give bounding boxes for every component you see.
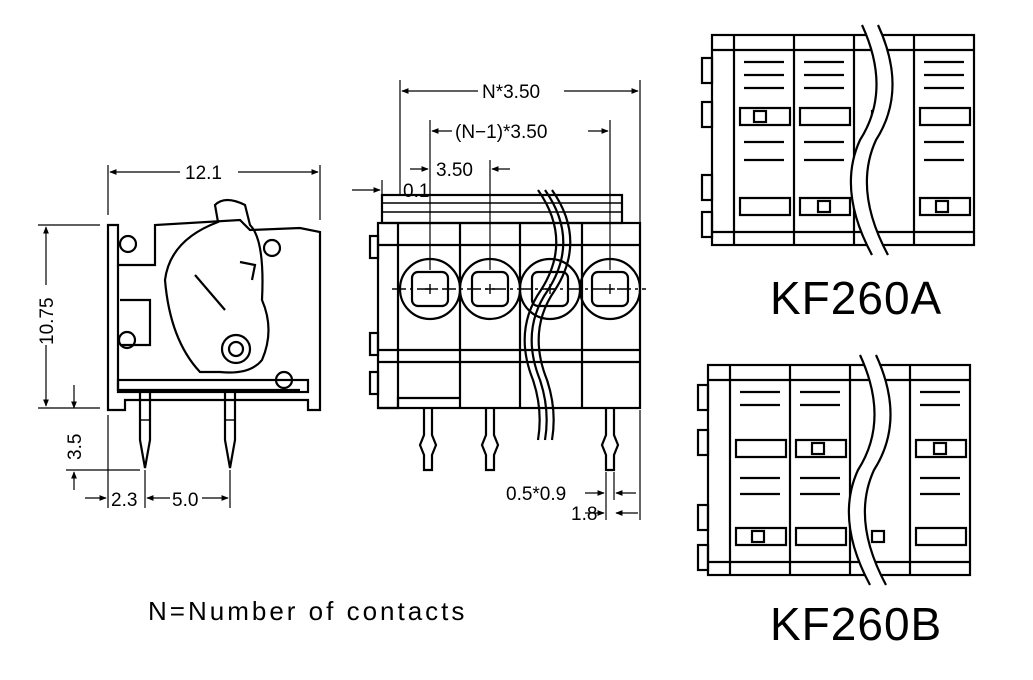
top-view-kf260a: KF260A bbox=[700, 21, 976, 324]
dim-pin-length: 3.5 bbox=[65, 434, 86, 460]
dim-inner-width: (N−1)*3.50 bbox=[455, 122, 547, 143]
side-view: 12.1 10.75 3.5 2.3 5.0 bbox=[37, 163, 322, 511]
model-label-a: KF260A bbox=[770, 272, 942, 324]
contacts-note: N=Number of contacts bbox=[148, 596, 467, 626]
top-view-kf260b: KF260B bbox=[696, 351, 972, 650]
dim-total-width: N*3.50 bbox=[482, 82, 540, 103]
dim-pin-edge: 1.8 bbox=[571, 504, 597, 525]
dim-height-side: 10.75 bbox=[37, 297, 58, 345]
front-view: N*3.50 (N−1)*3.50 3.50 0.1 0.5*0.9 1.8 bbox=[352, 80, 646, 525]
dim-pin-pitch: 5.0 bbox=[172, 490, 198, 511]
dim-pin-offset: 2.3 bbox=[111, 490, 137, 511]
lever-shape bbox=[163, 198, 270, 374]
model-label-b: KF260B bbox=[770, 598, 942, 650]
dim-pitch: 3.50 bbox=[436, 160, 473, 181]
dim-width-side: 12.1 bbox=[185, 163, 222, 184]
dim-offset-small: 0.1 bbox=[403, 181, 429, 202]
dim-pin-size: 0.5*0.9 bbox=[506, 484, 566, 505]
